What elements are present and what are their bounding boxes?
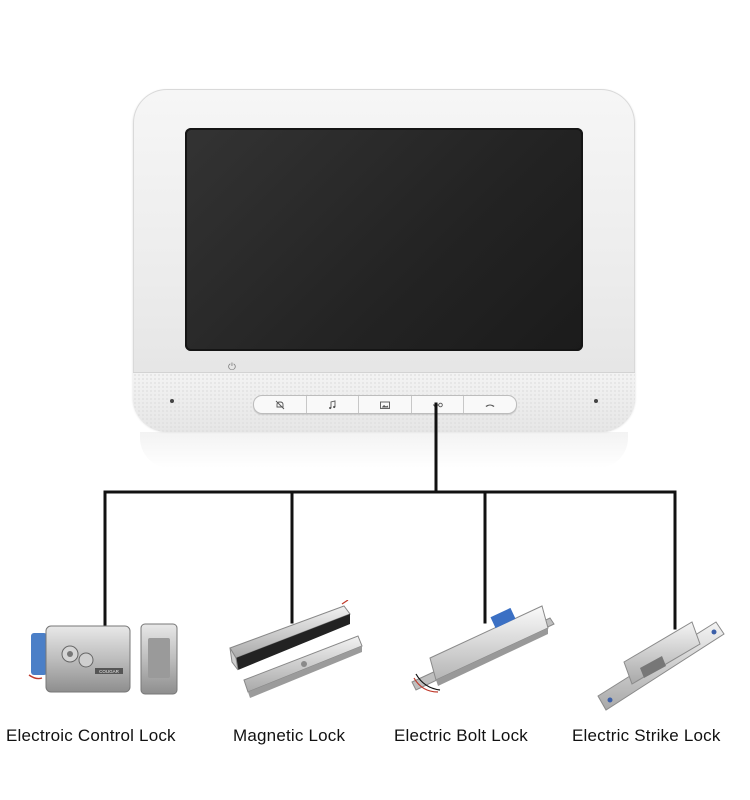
bell-muted-icon [275, 400, 285, 409]
lock-label-magnetic: Magnetic Lock [233, 726, 346, 745]
music-note-icon [329, 399, 336, 409]
mute-button[interactable] [254, 396, 307, 413]
microphone-hole-left [170, 399, 174, 403]
power-icon: ⏻ [228, 362, 236, 373]
lock-label-electroic-control: Electroic Control Lock [6, 726, 176, 745]
phone-handset-icon [485, 404, 495, 407]
monitor-button-bar [253, 395, 517, 414]
monitor-screen [185, 128, 583, 351]
ringtone-button[interactable] [307, 396, 360, 413]
electric-strike-lock-image [597, 621, 725, 711]
magnetic-lock-image [229, 600, 363, 698]
picture-button[interactable] [359, 396, 412, 413]
electric-control-lock-image: COUGAR [28, 623, 178, 695]
lock-brand-text: COUGAR [99, 669, 120, 674]
monitor-control-panel [133, 372, 635, 432]
lock-label-electric-strike: Electric Strike Lock [572, 726, 721, 745]
monitor-reflection [140, 432, 628, 468]
lock-label-electric-bolt: Electric Bolt Lock [394, 726, 528, 745]
electric-bolt-lock-image [411, 605, 555, 693]
microphone-hole-right [594, 399, 598, 403]
talk-button[interactable] [464, 396, 516, 413]
image-icon [380, 401, 390, 409]
